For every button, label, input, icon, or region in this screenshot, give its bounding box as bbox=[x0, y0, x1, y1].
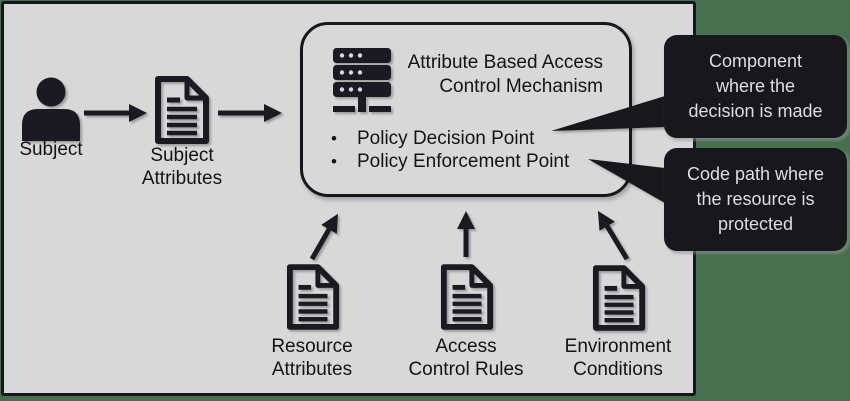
server-stack-icon bbox=[333, 48, 391, 112]
person-icon bbox=[22, 77, 80, 141]
resource-attributes-label: Resource Attributes bbox=[271, 336, 353, 380]
abac-mechanism-box: Attribute Based Access Control Mechanism… bbox=[300, 22, 632, 197]
document-icon-resource-attributes bbox=[286, 264, 340, 330]
environment-conditions-label: Environment Conditions bbox=[564, 336, 672, 380]
callout-decision: Component where the decision is made bbox=[664, 35, 847, 138]
access-control-rules-label: Access Control Rules bbox=[408, 336, 524, 380]
bullet-icon: • bbox=[331, 152, 337, 171]
document-icon-subject-attributes bbox=[155, 76, 209, 144]
bullet-policy-decision-point: • Policy Decision Point bbox=[331, 128, 535, 149]
bullet-policy-enforcement-point: • Policy Enforcement Point bbox=[331, 151, 570, 172]
document-icon-environment-conditions bbox=[592, 265, 646, 331]
abac-title: Attribute Based Access Control Mechanism bbox=[407, 52, 603, 97]
callout-enforcement: Code path where the resource is protecte… bbox=[664, 148, 847, 251]
bullet-icon: • bbox=[331, 129, 337, 148]
subject-attributes-label: Subject Attributes bbox=[141, 145, 223, 189]
document-icon-access-control-rules bbox=[440, 264, 494, 330]
subject-label: Subject bbox=[19, 139, 83, 160]
